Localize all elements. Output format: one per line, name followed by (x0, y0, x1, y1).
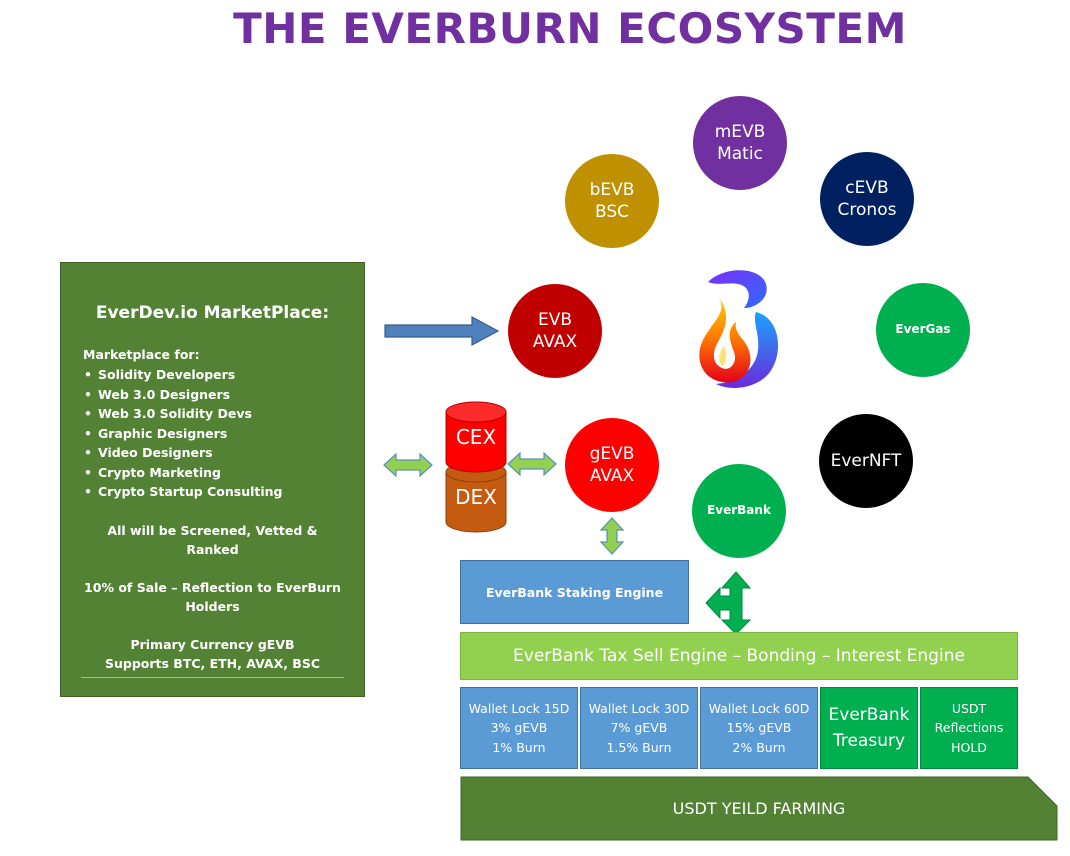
cevb-circle-line2: Cronos (837, 200, 897, 220)
list-item: Video Designers (83, 443, 344, 463)
exchange-gevb-arrow (507, 451, 557, 477)
evergas-circle: EverGas (876, 283, 970, 377)
marketplace-intro: Marketplace for: (83, 347, 200, 362)
lock-line3: 1% Burn (492, 739, 546, 755)
evernft-circle-label: EverNFT (830, 450, 902, 471)
evergas-circle-label: EverGas (895, 322, 951, 337)
lock-line1: Wallet Lock 60D (708, 700, 810, 716)
evb-circle-line1: EVB (537, 309, 573, 330)
lock-line2: 3% gEVB (490, 720, 548, 736)
lock-line3: 1.5% Burn (606, 739, 672, 755)
marketplace-currency-line1: Primary Currency gEVB (130, 636, 295, 652)
lock-line1: Wallet Lock 30D (588, 700, 690, 716)
lock-line2: 15% gEVB (726, 720, 792, 736)
gevb-staking-arrow (599, 517, 625, 555)
list-item: Graphic Designers (83, 424, 344, 444)
wallet-lock-30d-box: Wallet Lock 30D 7% gEVB 1.5% Burn (580, 687, 698, 769)
usdt-line3: HOLD (951, 739, 987, 755)
wallet-lock-15d-box: Wallet Lock 15D 3% gEVB 1% Burn (460, 687, 578, 769)
blue-right-arrow (384, 315, 500, 347)
marketplace-panel: EverDev.io MarketPlace: Marketplace for:… (60, 262, 365, 697)
gevb-circle-line1: gEVB (589, 443, 635, 464)
staking-engine-label: EverBank Staking Engine (485, 584, 664, 600)
usdt-line1: USDT (951, 700, 987, 716)
gevb-circle-line2: AVAX (589, 466, 635, 486)
marketplace-title: EverDev.io MarketPlace: (95, 303, 330, 323)
wallet-lock-60d-box: Wallet Lock 60D 15% gEVB 2% Burn (700, 687, 818, 769)
usdt-line2: Reflections (934, 720, 1004, 736)
dex-label: DEX (455, 485, 497, 509)
bevb-circle-line2: BSC (594, 202, 629, 222)
usdt-yield-farming-label: USDT YEILD FARMING (460, 776, 1058, 840)
usdt-yield-farming-shape (460, 776, 1058, 841)
lock-line1: Wallet Lock 15D (468, 700, 570, 716)
list-item: Crypto Startup Consulting (83, 482, 344, 502)
list-item: Web 3.0 Solidity Devs (83, 404, 344, 424)
evernft-circle: EverNFT (819, 414, 913, 508)
marketplace-screened: All will be Screened, Vetted & Ranked (107, 522, 318, 557)
tax-sell-engine-label: EverBank Tax Sell Engine – Bonding – Int… (513, 646, 965, 666)
mevb-circle-line1: mEVB (714, 121, 766, 142)
everbank-circle: EverBank (692, 464, 786, 558)
cex-label: CEX (455, 425, 497, 449)
list-item: Solidity Developers (83, 365, 344, 385)
evb-circle-line2: AVAX (532, 332, 578, 352)
usdt-yield-farming-text: USDT YEILD FARMING (672, 798, 846, 818)
list-item: Crypto Marketing (83, 463, 344, 483)
tax-sell-engine-box: EverBank Tax Sell Engine – Bonding – Int… (460, 632, 1018, 680)
treasury-line1: EverBank (828, 705, 910, 725)
lock-line2: 7% gEVB (610, 720, 668, 736)
page-title: THE EVERBURN ECOSYSTEM (233, 4, 907, 53)
bevb-circle-line1: bEVB (589, 179, 635, 200)
lock-line3: 2% Burn (732, 739, 786, 755)
staking-engine-box: EverBank Staking Engine (460, 560, 689, 624)
exchange-cylinders (445, 401, 507, 533)
marketplace-list: Solidity Developers Web 3.0 Designers We… (83, 365, 344, 502)
mevb-circle-line2: Matic (717, 144, 763, 164)
list-item: Web 3.0 Designers (83, 385, 344, 405)
cex-cylinder (445, 411, 507, 473)
marketplace-exchange-arrow (383, 452, 433, 478)
marketplace-currency-line2: Supports BTC, ETH, AVAX, BSC (104, 655, 321, 671)
treasury-line2: Treasury (832, 731, 906, 751)
everbank-circle-label: EverBank (707, 503, 771, 518)
cevb-circle-line1: cEVB (845, 177, 889, 198)
dex-cylinder (445, 471, 507, 533)
everburn-logo-icon (699, 270, 779, 388)
marketplace-reflection-line1: 10% of Sale – Reflection to EverBurn (84, 579, 341, 595)
everbank-three-way-arrow (705, 571, 752, 635)
marketplace-reflection-line2: Holders (185, 598, 240, 614)
